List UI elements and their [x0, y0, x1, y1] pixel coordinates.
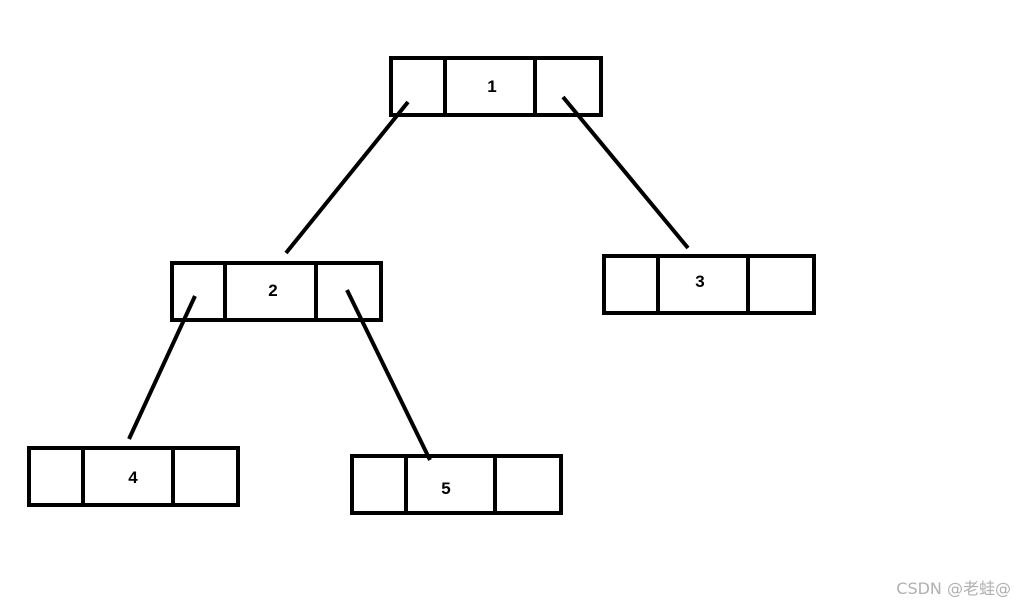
edge-2-4: [127, 295, 197, 440]
node-box: [170, 261, 383, 322]
node-label: 5: [441, 479, 450, 498]
tree-node-2: 2: [170, 261, 383, 322]
node-box: [27, 446, 240, 507]
tree-node-4: 4: [27, 446, 240, 507]
node-label: 1: [487, 77, 496, 96]
node-box: [389, 56, 603, 117]
node-label: 2: [268, 281, 277, 300]
edge-1-3: [561, 95, 690, 250]
tree-node-3: 3: [602, 254, 816, 315]
watermark-text: CSDN @老蛙@: [896, 579, 1011, 598]
tree-node-5: 5: [350, 454, 563, 515]
node-label: 3: [695, 272, 704, 291]
node-box: [350, 454, 563, 515]
edge-2-5: [345, 289, 432, 461]
edge-1-2: [284, 100, 410, 255]
node-box: [602, 254, 816, 315]
node-label: 4: [128, 468, 138, 487]
tree-node-1: 1: [389, 56, 603, 117]
